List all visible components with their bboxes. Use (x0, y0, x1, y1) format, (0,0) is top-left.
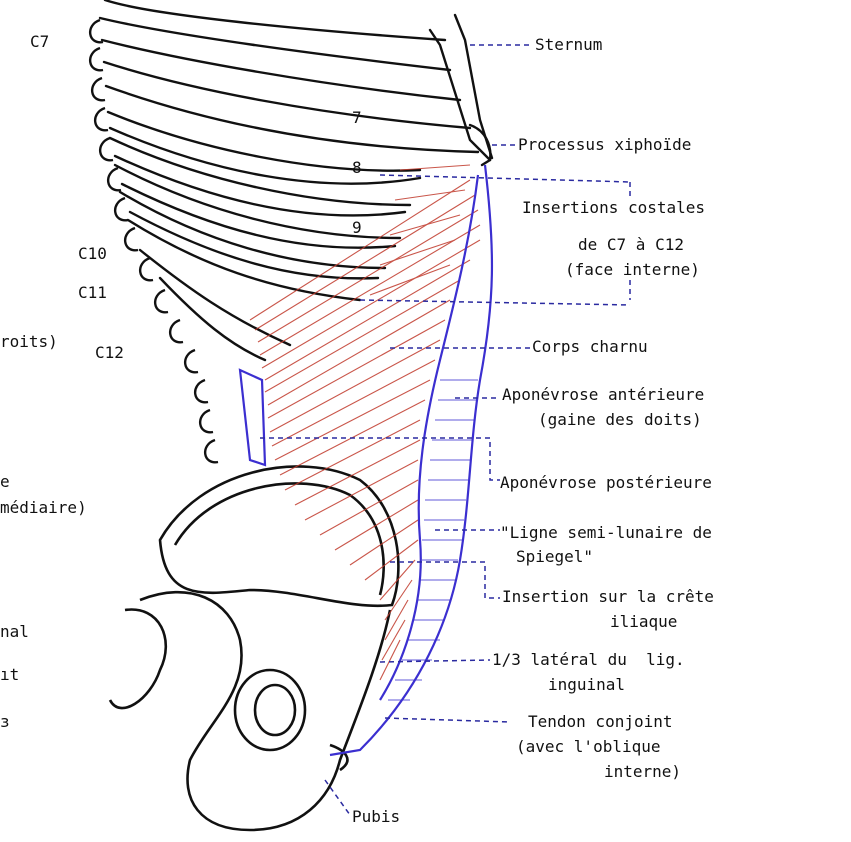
label-crete-2: iliaque (610, 612, 677, 632)
fragment-nal: nal (0, 622, 29, 642)
pelvis (110, 467, 398, 831)
label-aponevrose-anterieure-2: (gaine des doits) (538, 410, 702, 430)
rib-number-9: 9 (352, 218, 362, 238)
label-lig-2: inguinal (548, 675, 625, 695)
rib-cage (100, 0, 492, 360)
vertebra-label-c11: C11 (78, 283, 107, 303)
fragment-s: ɜ (0, 712, 10, 732)
leader-lines (260, 45, 630, 815)
label-tendon-2: (avec l'oblique (516, 737, 661, 757)
label-xiphoide: Processus xiphoïde (518, 135, 691, 155)
label-aponevrose-anterieure-1: Aponévrose antérieure (502, 385, 704, 405)
vertebra-label-c10: C10 (78, 244, 107, 264)
fragment-nt: ıt (0, 665, 19, 685)
label-insertions-2: de C7 à C12 (578, 235, 684, 255)
aponeurosis-hatch (388, 380, 478, 700)
label-crete-1: Insertion sur la crête (502, 587, 714, 607)
fragment-e: e (0, 472, 10, 492)
label-pubis: Pubis (352, 807, 400, 827)
label-tendon-3: interne) (604, 762, 681, 782)
vertebra-label-c7: C7 (30, 32, 49, 52)
rib-number-7: 7 (352, 108, 362, 128)
rib-number-8: 8 (352, 158, 362, 178)
label-sternum: Sternum (535, 35, 602, 55)
label-corps-charnu: Corps charnu (532, 337, 648, 357)
label-lig-1: 1/3 latéral du lig. (492, 650, 685, 670)
fragment-mediaire: médiaire) (0, 498, 87, 518)
label-insertions-3: (face interne) (565, 260, 700, 280)
fragment-roits: roits) (0, 332, 58, 352)
label-spiegel-2: Spiegel" (516, 547, 593, 567)
label-tendon-1: Tendon conjoint (528, 712, 673, 732)
label-insertions-1: Insertions costales (522, 198, 705, 218)
label-spiegel-1: "Ligne semi-lunaire de (500, 523, 712, 543)
vertebra-label-c12: C12 (95, 343, 124, 363)
label-aponevrose-posterieure: Aponévrose postérieure (500, 473, 712, 493)
muscle-fibers (250, 165, 480, 680)
